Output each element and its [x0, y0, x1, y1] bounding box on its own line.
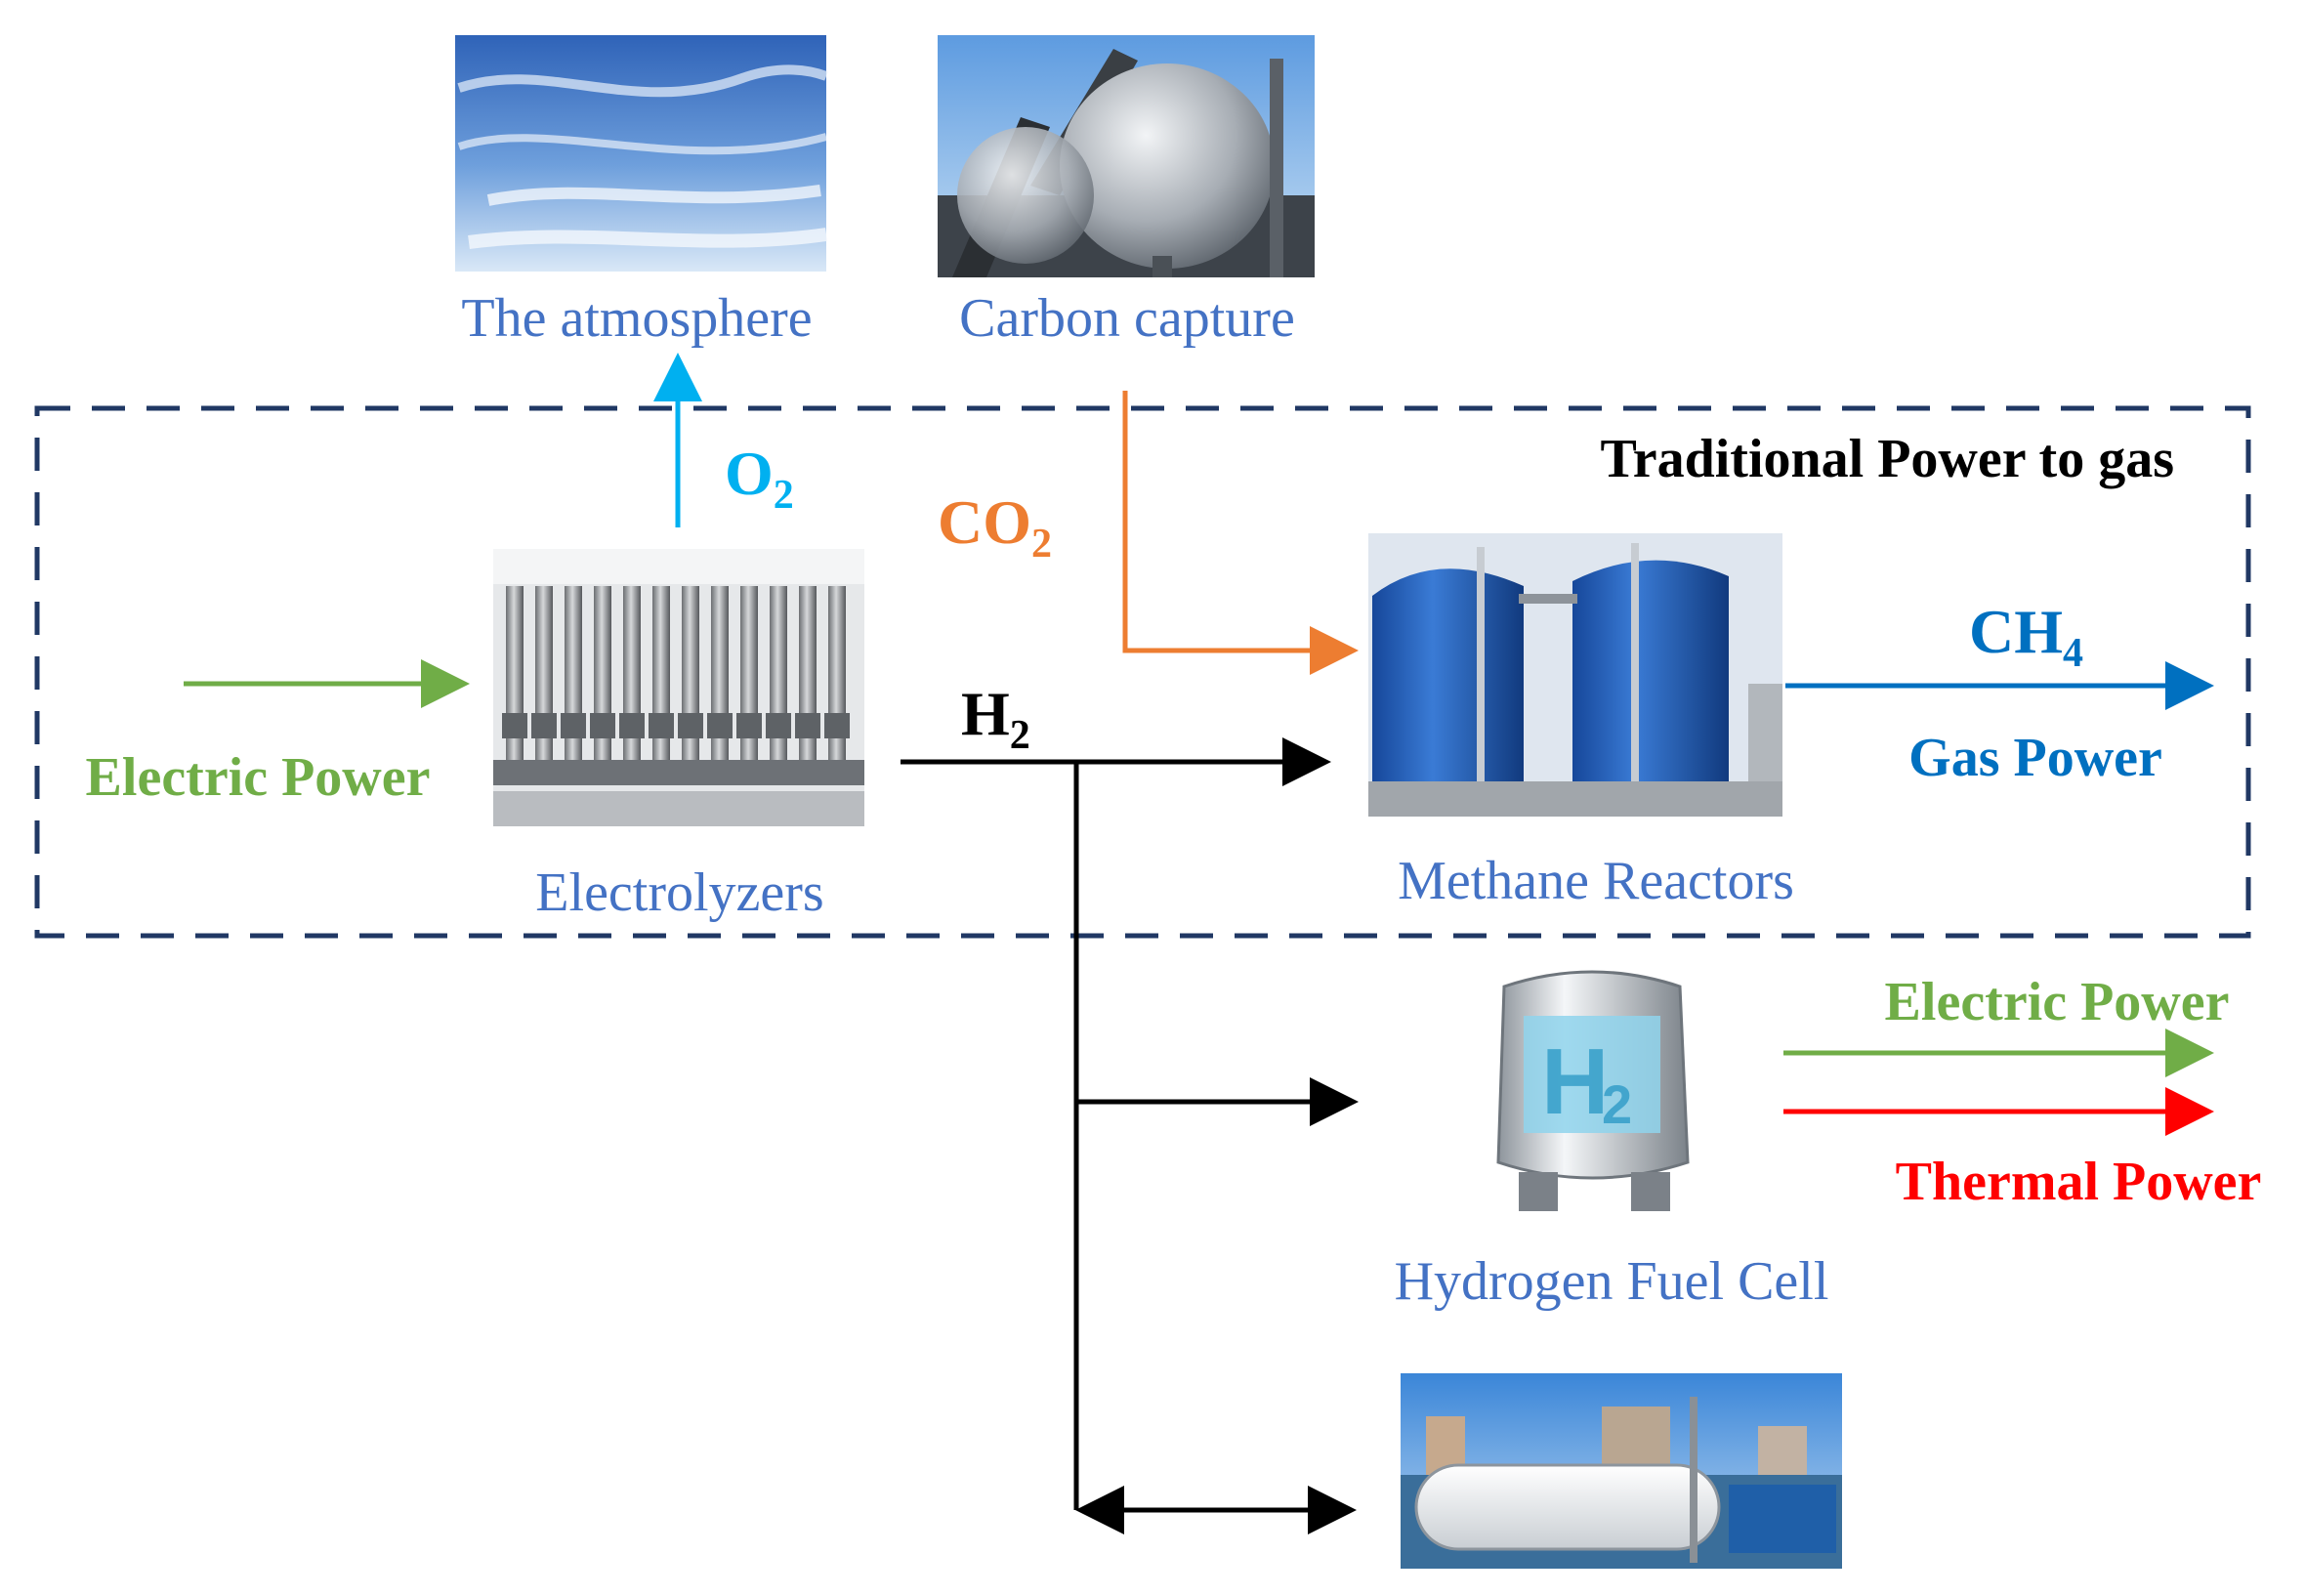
ch4-subscript: 4 — [2063, 631, 2083, 676]
electrolyzer-tube-cap — [502, 713, 527, 738]
ch4-label: CH4 — [1969, 597, 2083, 676]
gas-power-label: Gas Power — [1908, 728, 2162, 788]
fuel-cell-label: Hydrogen Fuel Cell — [1395, 1251, 1829, 1312]
electrolyzer-tube-cap — [619, 713, 645, 738]
electrolyzer-tube-cap — [824, 713, 850, 738]
o2-subscript: 2 — [774, 473, 794, 518]
methane-reactors-label: Methane Reactors — [1398, 851, 1794, 911]
h2-subscript: 2 — [1010, 713, 1030, 758]
electrolyzer-tube-cap — [590, 713, 615, 738]
electrolyzer-photo — [493, 549, 864, 826]
electrolyzer-tube-cap — [649, 713, 674, 738]
electrolyzer-tube-cap — [795, 713, 820, 738]
o2-label: O2 — [725, 439, 794, 518]
fuel-cell-photo: H 2 — [1485, 957, 1701, 1225]
carbon-capture-label: Carbon capture — [959, 288, 1295, 349]
svg-text:2: 2 — [1602, 1073, 1632, 1135]
traditional-ptg-group — [34, 405, 2251, 939]
electrolyzer-tube-cap — [766, 713, 791, 738]
electrolyzer-tube-cap — [707, 713, 733, 738]
co2-label: CO2 — [938, 487, 1052, 567]
methane-reactor-photo — [1368, 533, 1782, 817]
input-electric-power-label: Electric Power — [86, 747, 431, 808]
group-label: Traditional Power to gas — [1601, 429, 2174, 489]
atmosphere-label: The atmosphere — [461, 288, 812, 349]
co2-arrow — [1122, 391, 1359, 675]
electrolyzers-label: Electrolyzers — [535, 862, 823, 923]
electrolyzer-tube-cap — [736, 713, 762, 738]
fc-electric-power-label: Electric Power — [1885, 972, 2230, 1032]
h2-label: H2 — [961, 679, 1030, 758]
svg-text:H: H — [1541, 1029, 1609, 1134]
co2-subscript: 2 — [1031, 522, 1052, 567]
hydrogen-storage-photo — [1401, 1373, 1842, 1569]
electrolyzer-tube-cap — [531, 713, 557, 738]
carbon-capture-photo — [938, 35, 1315, 277]
electrolyzer-tube-cap — [678, 713, 703, 738]
electrolyzer-tube-cap — [561, 713, 586, 738]
fc-thermal-power-label: Thermal Power — [1896, 1152, 2262, 1212]
atmosphere-photo — [455, 35, 828, 272]
